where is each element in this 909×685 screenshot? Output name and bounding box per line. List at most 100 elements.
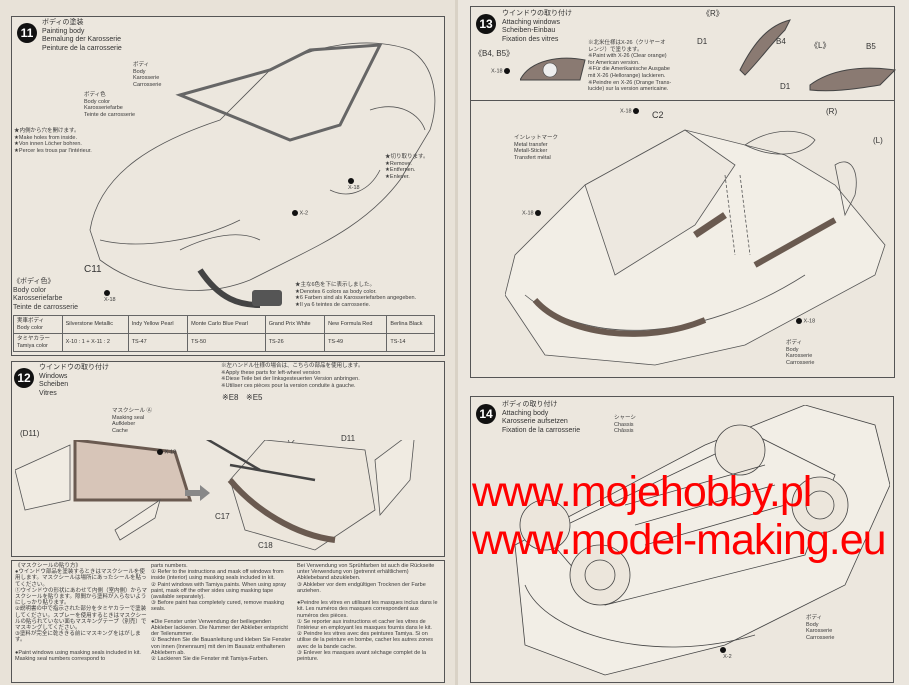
t: Body color — [17, 324, 43, 331]
right-lamp-label: (R) — [826, 107, 838, 116]
t: ★Percer les trous par l'intérieur. — [14, 147, 92, 154]
t: Carrosserie — [133, 81, 162, 88]
t: Châssis — [614, 428, 634, 435]
paint-mark-x18-right: X-18 — [796, 318, 815, 325]
t: Body — [133, 68, 146, 75]
t: Masking seal — [112, 414, 145, 421]
t: Fixation de la carrosserie — [502, 426, 581, 434]
t: X-18 — [348, 185, 360, 192]
t: Attaching body — [502, 409, 549, 417]
t: X-18 — [620, 108, 632, 115]
t: Carrosserie — [806, 634, 835, 641]
t: ★Remove. — [385, 160, 412, 167]
t: ※Peindre en X-26 (Orange Trans- — [588, 79, 672, 86]
paint-mark-x18: X-18 — [157, 449, 176, 456]
t: Teinte de carrosserie — [13, 303, 78, 311]
t: ウインドウの取り付け — [39, 364, 109, 371]
lamp-parts-illustration — [520, 19, 897, 92]
cell: TS-14 — [386, 333, 435, 352]
t: Transfert métal — [514, 154, 551, 161]
cell: TS-49 — [324, 333, 388, 352]
t: ※Diese Teile bei der linksgesteuerten Ve… — [221, 376, 360, 383]
t: ★6 Farben sind als Karosseriefarben ange… — [295, 295, 417, 302]
t: Metal transfer — [514, 141, 548, 148]
cell: Indy Yellow Pearl — [127, 315, 189, 334]
step-number-14: 14 — [476, 404, 496, 424]
part-c17: C17 — [215, 512, 230, 521]
part-e8: ※E8 — [222, 393, 239, 402]
paint-mark-x18: X-18 — [348, 178, 360, 192]
t: ★内側から穴を開けます。 — [14, 128, 80, 134]
paint-mark-x18-left: X-18 — [522, 210, 542, 217]
part-c11: C11 — [84, 264, 102, 275]
t: ボディ — [806, 615, 823, 621]
cell: X-10 : 1 + X-11 : 2 — [61, 333, 129, 352]
masking-instructions-panel — [11, 560, 445, 683]
cell: TS-47 — [127, 333, 189, 352]
title-fr: Peinture de la carrosserie — [42, 44, 122, 52]
paint-dot-icon — [504, 68, 511, 74]
instructions-col-1: 《マスクシールの貼り方》 ●ウインドウ部品を塗装するときはマスクシールを使用しま… — [15, 563, 148, 663]
divider — [470, 100, 895, 101]
t: ※北米仕様はX-26（クリヤーオ — [588, 40, 666, 46]
chassis-body-illustration — [514, 405, 890, 676]
paint-mark-x18-c2: X-18 — [620, 108, 640, 115]
paint-mark-x2: X-2 — [720, 647, 732, 661]
t: レンジ）で塗ります。 — [588, 46, 643, 53]
t: Windows — [39, 372, 68, 380]
window-d11-illustration — [15, 440, 415, 551]
t: Karosserie — [806, 628, 833, 635]
paint-mark-x18: X-18 — [491, 68, 511, 75]
paint-dot-icon — [633, 108, 640, 114]
t: Karosserie aufsetzen — [502, 418, 568, 426]
t: 《ボディ色》 — [13, 278, 55, 285]
title-ja: ボディの塗装 — [42, 19, 84, 26]
instructions-col-2: parts numbers. ① Refer to the instructio… — [151, 563, 291, 663]
t: X-18 — [491, 68, 503, 75]
t: Chassis — [614, 421, 634, 428]
paint-mark-x18-grille: X-18 — [104, 290, 116, 304]
watermark: www.mojehobby.pl www.model-making.eu — [472, 468, 887, 564]
cell: TS-50 — [187, 333, 266, 352]
t: ★切り取ります。 — [385, 154, 429, 160]
t: ※Apply these parts for left-wheel versio… — [221, 369, 321, 376]
left-wheel-note: ※左ハンドル仕様の場合は、こちらの部品を使用します。※Apply these p… — [221, 363, 363, 389]
t: ※Paint with X-26 (Clear orange) — [588, 53, 667, 60]
t: マスクシール Ⓐ — [112, 408, 153, 414]
car-body-illustration — [89, 42, 436, 308]
paint-dot-icon — [104, 290, 110, 296]
t: X-2 — [723, 654, 732, 661]
instructions-col-3: Bei Verwendung von Sprühfarben ist auch … — [297, 563, 438, 663]
t: シャーシ — [614, 415, 636, 421]
holes-note: ★内側から穴を開けます。★Make holes from inside.★Von… — [14, 128, 92, 154]
part-c2: C2 — [652, 110, 664, 120]
t: Karosseriefarbe — [13, 295, 63, 302]
paint-dot-icon — [292, 210, 298, 216]
cell: Monte Carlo Blue Pearl — [187, 315, 266, 334]
t: lucide) sur la version americaine. — [588, 86, 669, 93]
cell: Grand Prix White — [264, 315, 326, 334]
t: Karosseriefarbe — [84, 105, 123, 112]
t: ボディ — [133, 62, 150, 68]
step-number-13: 13 — [476, 14, 496, 34]
t: Tamiya color — [17, 342, 48, 349]
colors-note: ★主な6色を下に表示しました。★Denotes 6 colors as body… — [295, 282, 416, 308]
paint-dot-icon — [157, 449, 163, 455]
t: ※Für die Amerikanische Ausgabe — [588, 66, 670, 73]
t: Carrosserie — [786, 359, 815, 366]
t: Scheiben — [39, 381, 69, 389]
t: ★Il ya 6 teintes de carrosserie. — [295, 301, 371, 308]
t: X-18 — [522, 210, 534, 217]
left-label: 《L》 — [810, 41, 831, 50]
t: Cache — [112, 427, 128, 434]
